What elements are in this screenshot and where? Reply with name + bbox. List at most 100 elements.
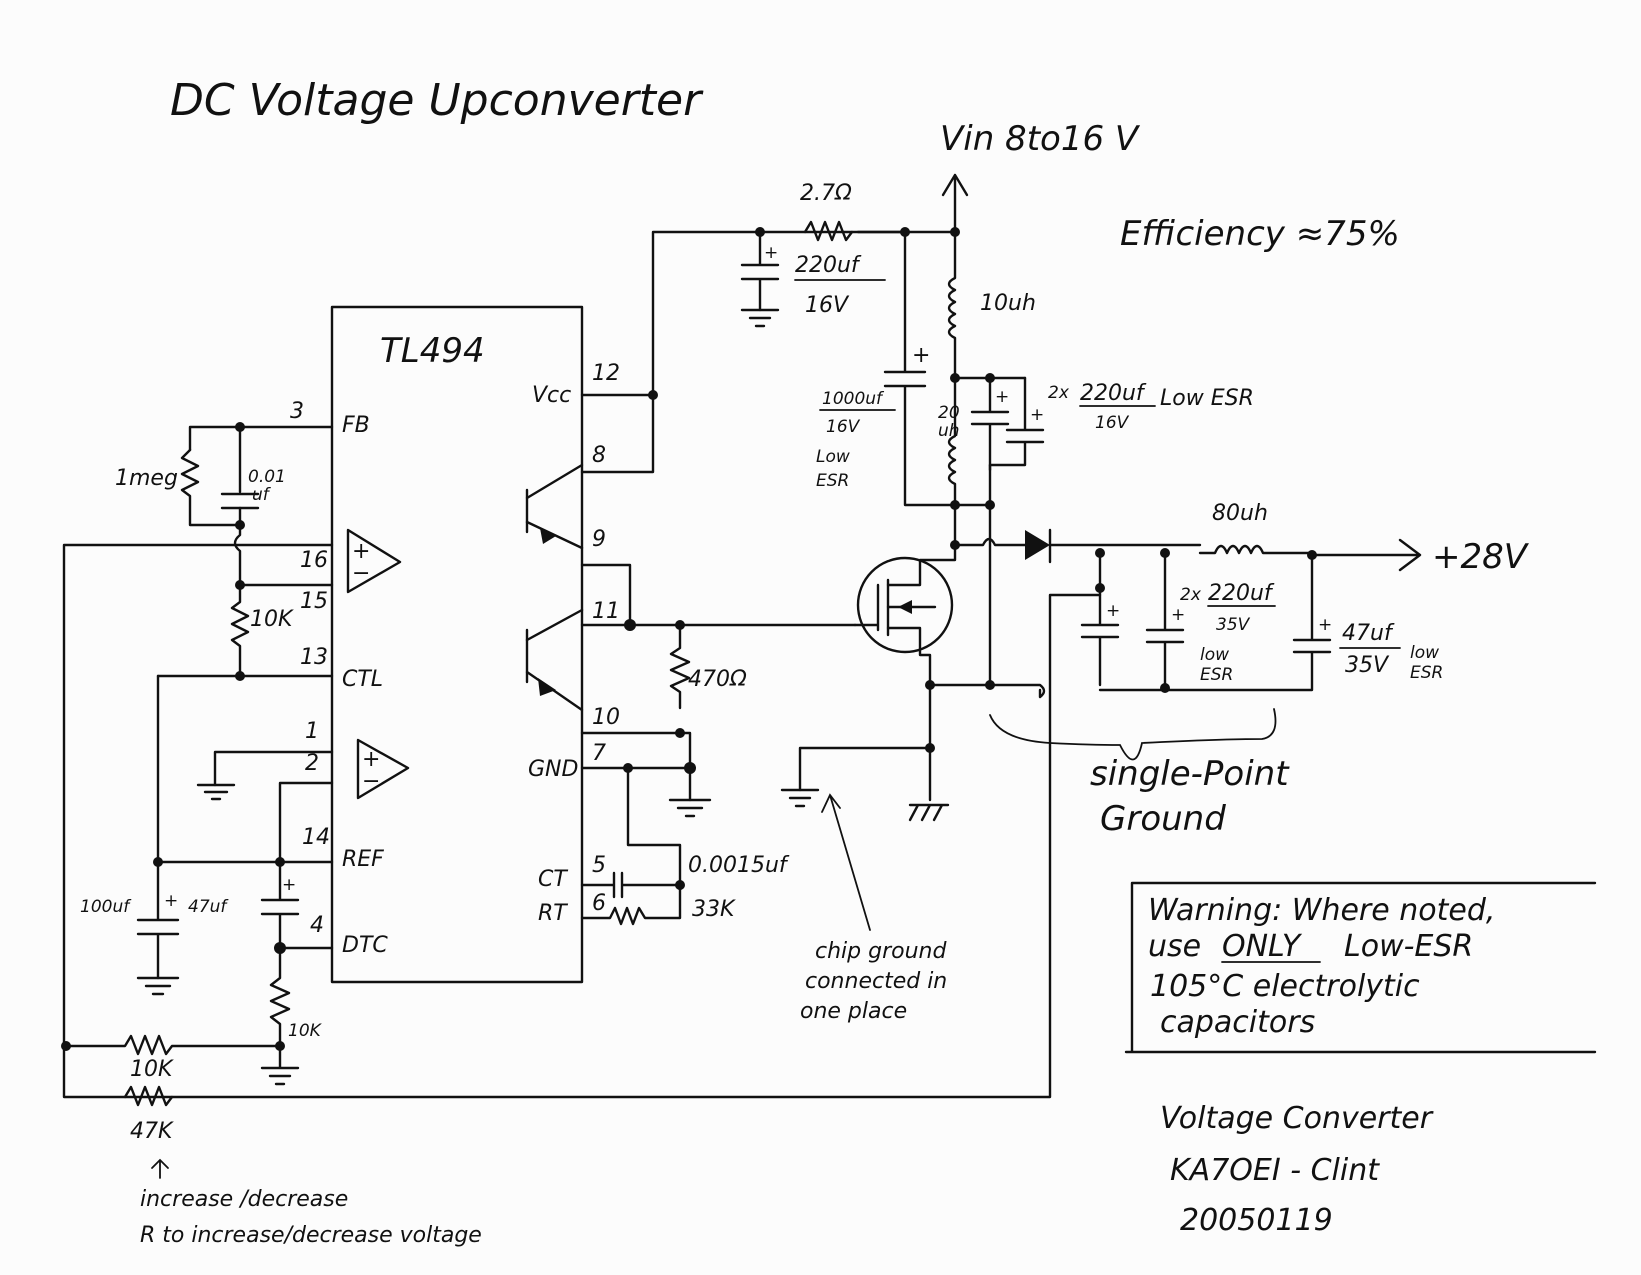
single-point-label-1: single-Point [1090,754,1290,794]
output-arrow-icon [1308,538,1422,572]
pin-label-ref: REF [342,847,384,872]
capacitor-1000uf-label-3: Low [816,447,850,467]
capacitor-47uf-plus: + [282,875,296,895]
capacitor-2x220-16-voltage: 16V [1095,413,1130,433]
pin-label-gnd: GND [528,757,578,782]
ic-name: TL494 [380,331,485,371]
signature-line-2: KA7OEI - Clint [1170,1153,1380,1188]
signature-line-3: 20050119 [1180,1203,1333,1238]
pin-num-2: 2 [305,751,319,776]
output-transistor-q1 [525,463,584,550]
chip-ground-note-1: chip ground [815,939,947,964]
inductor-20uh: 20 uh [938,376,995,687]
capacitor-47uf-ref-label: 47uf [188,897,229,917]
capacitor-1000uf-plus: + [912,343,930,368]
input-voltage-label: Vin 8to16 V [940,119,1141,159]
capacitor-2x220-35-label: 220uf [1208,581,1275,606]
capacitor-47uf-35-label: 47uf [1342,621,1395,646]
capacitor-output-2-plus: + [1171,605,1185,625]
resistor-10k-bottom [64,1034,282,1056]
capacitor-output-1 [1080,551,1120,687]
resistor-33k [580,883,682,926]
warning-line-2-pre: use [1148,929,1201,964]
single-point-brace [989,708,1277,761]
capacitor-47uf-ref [260,860,300,950]
efficiency-label: Efficiency ≈75% [1120,214,1400,254]
capacitor-100uf-label: 100uf [80,897,132,917]
pin-num-10: 10 [592,705,620,730]
capacitor-1000uf-label-2: 16V [826,417,861,437]
capacitor-100uf [136,860,180,980]
output-filter: + + 2x 220uf 35V low ESR 80uh +28V + 47u… [1080,501,1530,693]
resistor-10k-dtc [269,946,291,1048]
capacitor-47uf-35-plus: + [1318,615,1332,635]
warning-line-2-emph: ONLY [1222,929,1303,964]
resistor-470-ohm [669,623,691,710]
capacitor-2x220-35-prefix: 2x [1180,585,1202,605]
single-point-label-2: Ground [1100,799,1226,839]
inductor-10uh-label: 10uh [980,291,1036,316]
capacitor-2x220-16-label: 220uf [1080,381,1147,406]
error-amp-1: + − [346,528,402,594]
capacitor-220uf-label: 220uf [795,253,862,278]
feedback-network: 1meg 0.01 uf 10K [62,422,1102,1099]
pin-label-rt: RT [538,901,568,926]
gate-drive: 470Ω 0.0015uf 33K [580,563,857,926]
pin-num-12: 12 [592,361,620,386]
warning-line-1: Warning: Where noted, [1148,893,1495,928]
capacitor-0p01-label-2: uf [252,485,272,505]
capacitor-output-2 [1145,551,1185,687]
pin-num-4: 4 [310,913,324,938]
warning-line-4: capacitors [1160,1005,1315,1040]
adjust-note-1: increase /decrease [140,1187,348,1212]
resistor-10k-fb [230,583,250,678]
pin-num-13: 13 [300,645,328,670]
resistor-470-label: 470Ω [688,667,747,692]
opamp1-plus: + [352,539,370,564]
page-title: DC Voltage Upconverter [170,75,704,126]
capacitor-2x220-35-esr-2: ESR [1200,665,1233,685]
vin-arrow-icon [941,173,969,234]
capacitor-1000uf: + 1000uf 16V Low ESR [816,230,957,507]
pin-label-ct: CT [538,867,568,892]
capacitor-1000uf-label-1: 1000uf [822,389,885,409]
signature-block: Voltage Converter KA7OEI - Clint 2005011… [1160,1101,1434,1238]
capacitor-output-1-plus: + [1106,601,1120,621]
capacitor-0p0015-label: 0.0015uf [688,853,790,878]
output-transistor-q2 [525,608,584,712]
ic-body [330,305,584,984]
mosfet-switch [853,540,960,687]
pin-num-7: 7 [592,741,606,766]
capacitor-2x220-plus-2: + [1030,405,1044,425]
resistor-2p7-ohm [803,220,854,242]
inductor-80uh-label: 80uh [1212,501,1268,526]
resistor-10k-bottom-label: 10K [130,1057,174,1082]
warning-line-3: 105°C electrolytic [1150,969,1420,1004]
vcc-supply-wiring: + 220uf 16V 2.7Ω [580,173,969,474]
resistor-2p7-label: 2.7Ω [800,181,852,206]
capacitor-47uf-35-voltage: 35V [1345,653,1390,678]
chip-ground-arrow-icon [821,793,871,931]
chip-ground-note-3: one place [800,999,907,1024]
warning-line-2-post: Low-ESR [1344,929,1473,964]
capacitor-0p0015uf [580,871,682,899]
capacitor-2x220-16-prefix: 2x [1048,383,1070,403]
opamp2-plus: + [362,747,380,772]
pin-num-14: 14 [302,825,330,850]
resistor-33k-label: 33K [692,897,736,922]
pin-label-vcc: Vcc [532,383,571,408]
pin-num-6: 6 [592,891,606,916]
pin-num-15: 15 [300,589,328,614]
capacitor-47uf-35-esr-1: low [1410,643,1439,663]
ground-symbol-chip [780,788,820,808]
ground-return: single-Point Ground chip ground connecte… [780,680,1290,1024]
inductor-10uh: 10uh [947,230,1036,383]
capacitor-2x220uf-16v: + + 2x 220uf 16V Low ESR [970,376,1254,472]
resistor-47k [123,1085,174,1107]
opamp1-minus: − [352,561,370,586]
ground-symbol-ic [668,798,712,818]
pin-label-ctl: CTL [342,667,383,692]
capacitor-47uf-35-esr-2: ESR [1410,663,1443,683]
capacitor-220uf-voltage: 16V [805,293,850,318]
